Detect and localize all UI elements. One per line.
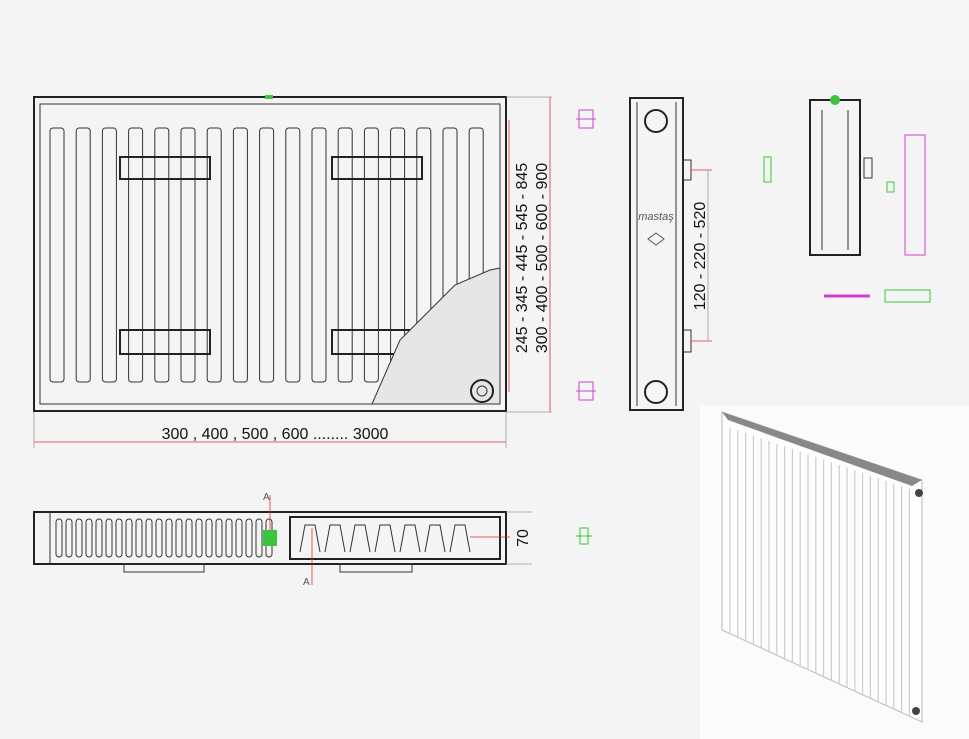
panel-fin — [128, 127, 144, 383]
radiator-product-image — [700, 405, 969, 739]
panel-fin — [337, 127, 353, 383]
convector-fin — [255, 518, 263, 558]
bracket-top-left — [119, 156, 211, 180]
depth-dimension-label: 70 — [515, 529, 532, 547]
convector-fin — [155, 518, 163, 558]
convector-fin — [245, 518, 253, 558]
bracket-top-right — [331, 156, 423, 180]
wall-bracket-icon — [904, 134, 926, 256]
bracket-bottom-left — [119, 329, 211, 355]
convector-fin — [125, 518, 133, 558]
panel-fin — [49, 127, 65, 383]
panel-fin — [259, 127, 275, 383]
convector-profile — [424, 524, 446, 553]
section-mark-bottom: A — [303, 577, 310, 588]
convector-fin — [95, 518, 103, 558]
convector-fin — [205, 518, 213, 558]
panel-fin — [311, 127, 327, 383]
convector-fin — [225, 518, 233, 558]
convector-fin — [105, 518, 113, 558]
bracket-dimension-label: 120 - 220 - 520 — [692, 202, 709, 311]
convector-fin — [115, 518, 123, 558]
convector-fin — [145, 518, 153, 558]
convector-profile — [349, 524, 371, 553]
convector-fin — [195, 518, 203, 558]
screw-and-plug-icon — [824, 289, 931, 303]
cutaway-section — [371, 267, 501, 405]
panel-fin — [206, 127, 222, 383]
top-view: A A 70 — [33, 492, 592, 588]
convector-fin — [135, 518, 143, 558]
width-dimension-label: 300 , 400 , 500 , 600 ........ 3000 — [162, 426, 389, 443]
convector-fin — [175, 518, 183, 558]
panel-fin — [101, 127, 117, 383]
convector-fin — [75, 518, 83, 558]
plug-fitting-icon — [576, 109, 596, 401]
convector-profile — [374, 524, 396, 553]
section-marker-icon — [263, 530, 277, 546]
front-view: 300 , 400 , 500 , 600 ........ 3000 245 … — [33, 95, 552, 448]
front-fins — [49, 127, 484, 383]
convector-profile — [299, 524, 321, 553]
brand-logo-icon — [647, 232, 665, 246]
panel-fin — [363, 127, 379, 383]
panel-fin — [180, 127, 196, 383]
inner-height-dimension-label: 245 - 345 - 445 - 545 - 845 — [514, 163, 531, 353]
convector-fin — [85, 518, 93, 558]
convector-profile — [399, 524, 421, 553]
convector-profile — [449, 524, 471, 553]
valve-connection — [470, 379, 494, 403]
brand-logo: mastaş — [638, 211, 674, 223]
convector-fin — [215, 518, 223, 558]
convector-fin — [235, 518, 243, 558]
convector-fin — [165, 518, 173, 558]
convector-profile — [324, 524, 346, 553]
convector-fin — [185, 518, 193, 558]
outer-height-dimension-label: 300 - 400 - 500 - 600 - 900 — [534, 163, 551, 353]
panel-fin — [285, 127, 301, 383]
convector-fin — [65, 518, 73, 558]
panel-fin — [75, 127, 91, 383]
section-mark-top: A — [263, 492, 270, 503]
panel-fin — [154, 127, 170, 383]
section-detail — [763, 95, 931, 303]
top-marker-icon — [265, 95, 273, 99]
panel-fin — [232, 127, 248, 383]
convector-fin — [55, 518, 63, 558]
side-view: mastaş 120 - 220 - 520 — [629, 97, 712, 411]
